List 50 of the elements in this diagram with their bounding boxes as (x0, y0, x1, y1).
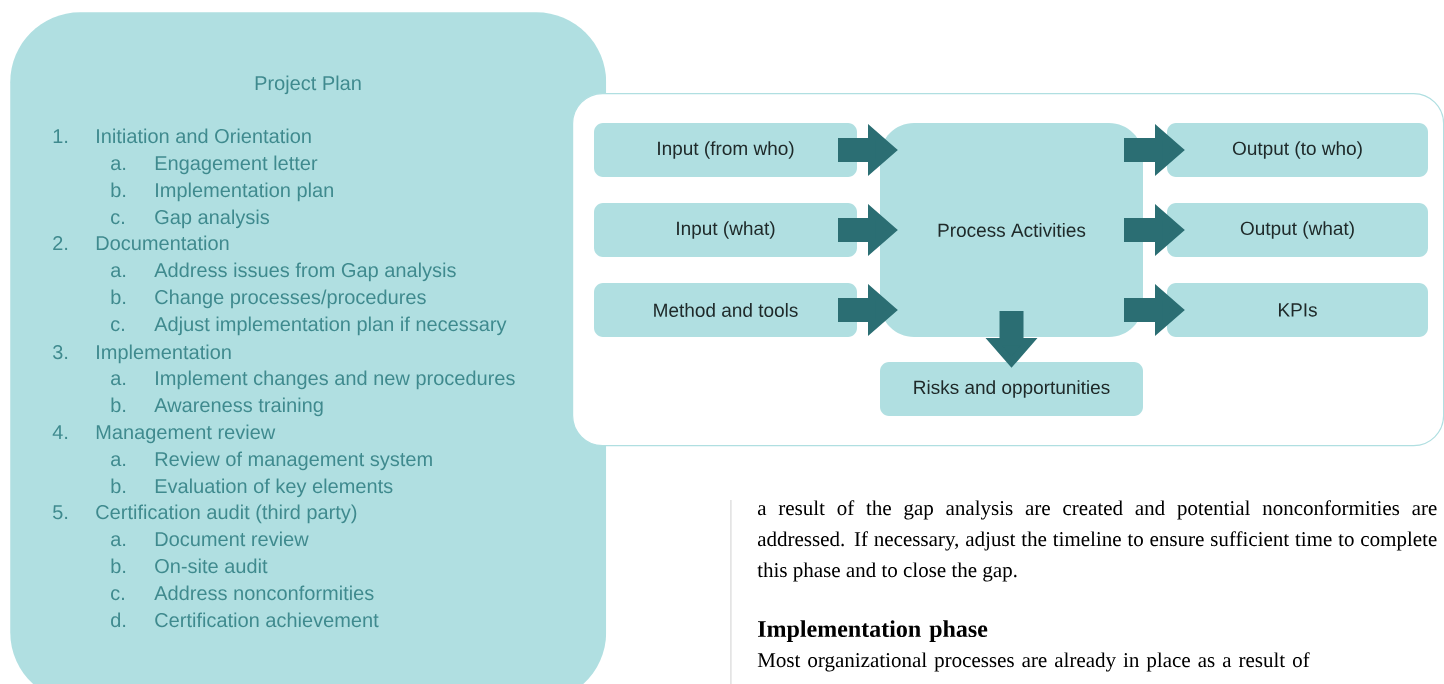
list-number: b. (111, 558, 126, 574)
list-item: Document review (155, 531, 309, 547)
list-item: Engagement letter (155, 155, 318, 175)
list-item: Documentation (96, 235, 229, 251)
list-number: b. (111, 478, 126, 494)
list-number: b. (111, 397, 126, 413)
list-number: c. (111, 320, 124, 332)
list-number: a. (111, 266, 126, 278)
body-paragraph: Most organizational processes are already in place as a result of (757, 652, 1310, 672)
list-item: Implement changes and new procedures (156, 370, 515, 390)
list-item: Change processes/procedures (155, 289, 426, 309)
list-number: c. (111, 213, 124, 225)
list-number: 5. (53, 505, 68, 520)
list-item: Evaluation of key elements (155, 478, 393, 498)
list-number: 1. (53, 129, 68, 143)
list-number: 4. (52, 425, 68, 439)
list-number: b. (111, 289, 126, 305)
list-item: Review of management system (155, 451, 432, 471)
kpi-box: KPIs (1167, 283, 1428, 337)
section-heading: Implementation phase (758, 620, 988, 642)
list-item: Certification audit (third party) (96, 504, 357, 524)
list-item: Awareness training (154, 397, 323, 417)
list-number: c. (111, 589, 124, 601)
process-box: Process Activities (880, 123, 1143, 337)
list-item: Gap analysis (155, 209, 270, 229)
list-item: Address nonconformities (154, 585, 374, 601)
list-number: a. (111, 455, 126, 467)
list-number: d. (111, 612, 126, 628)
list-heading: Project Plan (255, 75, 361, 95)
list-item: Management review (96, 424, 276, 444)
list-number: a. (111, 374, 126, 386)
list-item: On-site audit (155, 558, 268, 574)
list-number: 2. (53, 236, 68, 250)
list-number: a. (111, 159, 126, 171)
list-item: Implementation plan (156, 182, 333, 202)
list-number: 3. (53, 345, 68, 360)
list-item: Implementation (97, 344, 231, 364)
list-number: a. (111, 535, 126, 547)
input-box: Input (from who) (594, 123, 857, 177)
body-paragraph: a result of the gap analysis are created and potential nonconformities are addressed. If necessary, adjust the timeline to ensure sufficient time to complete this phase and to close the gap. (757, 500, 1437, 582)
output-box: Output (what) (1167, 203, 1428, 257)
input-box: Input (what) (594, 203, 857, 257)
risk-box: Risks and opportunities (880, 362, 1143, 416)
list-item: Certification achievement (155, 612, 379, 628)
output-box: Output (to who) (1167, 123, 1428, 177)
list-item: Initiation and Orientation (97, 128, 311, 144)
list-item: Adjust implementation plan if necessary (154, 316, 507, 336)
method-box: Method and tools (594, 283, 857, 337)
list-number: b. (111, 182, 126, 198)
list-item: Address issues from Gap analysis (154, 262, 456, 282)
